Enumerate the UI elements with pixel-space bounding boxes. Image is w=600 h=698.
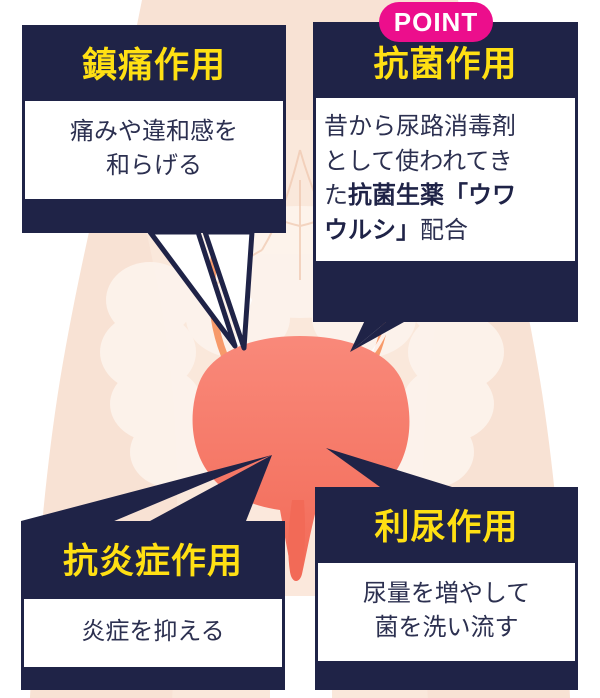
callout-diuretic-body: 尿量を増やして 菌を洗い流す [318,562,575,661]
bladder [192,336,410,581]
callout-antiinflammatory-line-1: 炎症を抑える [81,617,225,645]
callout-antibacterial-line-4: ウルシ」配合 [324,217,468,245]
callout-diuretic: 利尿作用 尿量を増やして 菌を洗い流す [315,487,578,690]
urethra [288,500,306,581]
callout-antibacterial-line-1: 昔から尿路消毒剤 [324,112,516,140]
callout-antibacterial-title: 抗菌作用 [373,45,518,84]
callout-antibacterial-body: 昔から尿路消毒剤 として使われてき た抗菌生薬「ウワ ウルシ」配合 [316,97,575,261]
callout-analgesic-body: 痛みや違和感を 和らげる [25,100,283,199]
callout-antibacterial-line-2: として使われてき [324,147,513,175]
callout-antiinflammatory-body: 炎症を抑える [24,598,282,667]
callout-diuretic-title: 利尿作用 [374,508,519,547]
callout-antibacterial-emphasis-b: ウルシ」 [324,217,420,245]
callout-analgesic: 鎮痛作用 痛みや違和感を 和らげる [22,25,286,233]
callout-diuretic-line-1: 尿量を増やして [362,579,531,607]
callout-antiinflammatory: 抗炎症作用 炎症を抑える [21,521,285,690]
callout-diuretic-line-2: 菌を洗い流す [374,613,519,641]
point-badge: POINT [379,2,493,42]
callout-antibacterial-line-3: た抗菌生薬「ウワ [324,182,516,210]
callout-analgesic-line-2: 和らげる [106,151,202,179]
callout-antibacterial-emphasis-a: 抗菌生薬「ウワ [348,182,516,210]
callout-analgesic-title: 鎮痛作用 [81,46,226,85]
callout-analgesic-line-1: 痛みや違和感を [70,117,238,145]
point-badge-label: POINT [393,6,479,37]
callout-antiinflammatory-title: 抗炎症作用 [62,542,243,581]
callout-antibacterial: 抗菌作用 昔から尿路消毒剤 として使われてき た抗菌生薬「ウワ ウルシ」配合 [313,22,578,322]
